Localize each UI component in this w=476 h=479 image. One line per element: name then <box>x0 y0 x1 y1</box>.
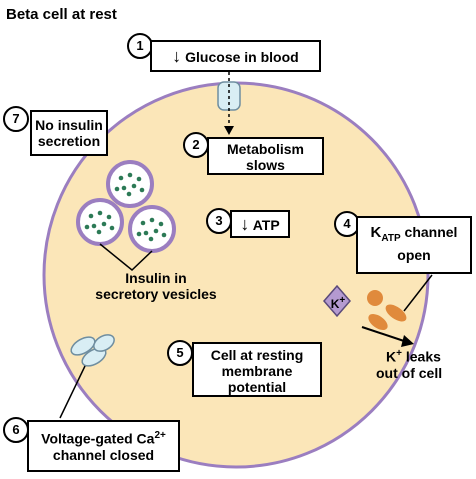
step-6-box: Voltage-gated Ca2+ channel closed <box>27 420 180 472</box>
step-4-sub: ATP <box>381 232 401 244</box>
step-2-box: Metabolism slows <box>207 137 324 175</box>
k-leak-arrowhead <box>401 335 414 347</box>
step-1-number: 1 <box>127 33 153 59</box>
step-7-number: 7 <box>3 106 29 132</box>
k-leak-label: K+ leaks out of cell <box>376 348 443 381</box>
step-3-text: ATP <box>252 217 280 233</box>
voltage-gated-ca-channel <box>70 334 115 367</box>
step-6-sup: 2+ <box>154 430 166 441</box>
step-5-line2: membrane <box>221 363 293 379</box>
ca-pointer-line <box>59 365 86 419</box>
step-6-line2: channel closed <box>52 446 155 463</box>
katp-channel <box>367 290 407 330</box>
step-4-line2: open <box>397 246 431 263</box>
step-7-box: No insulin secretion <box>30 110 108 156</box>
secretory-vesicle <box>128 205 176 253</box>
k-ion-label: K+ <box>330 295 346 311</box>
insulin-pointer-line <box>99 243 153 271</box>
insulin-label-line2: secretory vesicles <box>95 286 217 302</box>
step-4-number: 4 <box>334 211 360 237</box>
down-arrow-icon: ↓ <box>172 46 182 66</box>
step-2-line2: slows <box>246 157 285 173</box>
down-arrow-icon: ↓ <box>240 214 250 234</box>
diagram-title: Beta cell at rest <box>6 6 117 23</box>
secretory-vesicle <box>106 160 154 208</box>
step-3-box: ↓ ATP <box>230 210 290 238</box>
step-7-line2: secretion <box>37 133 101 149</box>
step-5-line3: potential <box>227 379 287 395</box>
step-6-number: 6 <box>3 417 29 443</box>
k-ion-diamond <box>323 284 351 318</box>
step-4-k: K <box>370 224 382 241</box>
glucose-arrowhead <box>224 126 234 135</box>
step-1-box: ↓ Glucose in blood <box>150 40 321 72</box>
step-5-number: 5 <box>167 340 193 366</box>
step-2-number: 2 <box>183 132 209 158</box>
step-5-box: Cell at resting membrane potential <box>192 342 322 397</box>
step-3-number: 3 <box>206 208 232 234</box>
katp-pointer-line <box>403 274 433 312</box>
step-6-line1: Voltage-gated Ca <box>41 430 155 447</box>
step-7-line1: No insulin <box>35 117 103 133</box>
step-1-text: Glucose in blood <box>185 49 299 65</box>
insulin-label-line1: Insulin in <box>125 270 187 286</box>
insulin-label: Insulin in secretory vesicles <box>76 270 236 302</box>
step-2-line1: Metabolism <box>226 141 304 157</box>
step-5-line1: Cell at resting <box>210 347 304 363</box>
k-leak-arrow <box>361 326 405 342</box>
step-4-box: KATP channel open <box>356 216 472 274</box>
secretory-vesicle <box>76 198 124 246</box>
step-4-text: channel <box>400 224 458 240</box>
